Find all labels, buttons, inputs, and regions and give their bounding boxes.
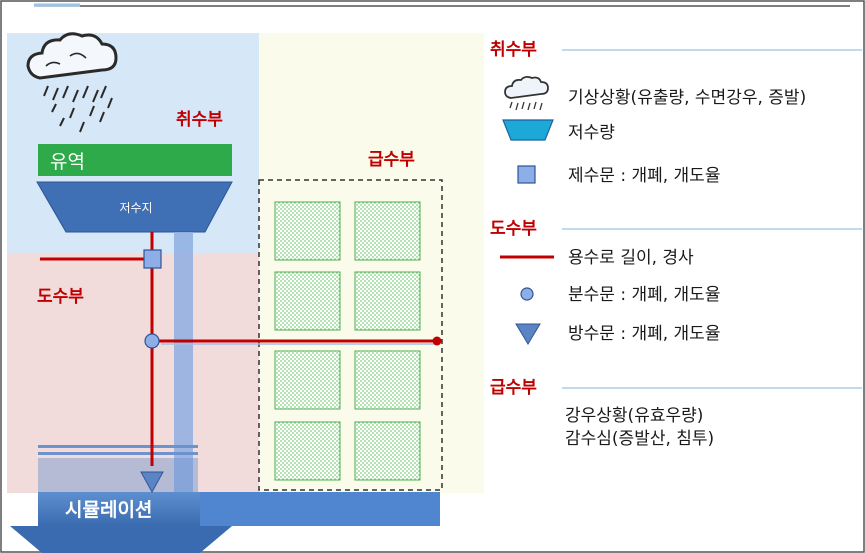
legend-conveyance-title: 도수부 bbox=[490, 219, 537, 239]
legend-rainfall-text: 강우상황(유효우량) bbox=[565, 406, 703, 426]
supply-boundary bbox=[258, 179, 443, 491]
supply-label: 급수부 bbox=[368, 150, 415, 170]
legend-weather-text: 기상상황(유출량, 수면강우, 증발) bbox=[568, 88, 806, 108]
rain-cloud-icon bbox=[26, 32, 118, 133]
simulation-label: 시뮬레이션 bbox=[65, 499, 152, 521]
paddy-field bbox=[354, 271, 421, 331]
supply-zone bbox=[259, 33, 484, 493]
paddy-field bbox=[354, 350, 421, 410]
paddy-field bbox=[274, 350, 341, 410]
conveyance-label: 도수부 bbox=[37, 287, 84, 307]
watershed-label: 유역 bbox=[50, 151, 85, 173]
legend-intake-title: 취수부 bbox=[490, 39, 537, 60]
simulation-stripes bbox=[38, 445, 198, 492]
reservoir-label: 저수지 bbox=[119, 201, 152, 215]
intake-label: 취수부 bbox=[176, 109, 223, 130]
legend-supply-title: 급수부 bbox=[490, 378, 537, 398]
drain-gate[interactable] bbox=[140, 471, 164, 494]
canal-network bbox=[40, 232, 437, 466]
legend-diversion-icon bbox=[520, 287, 534, 301]
legend-drain-text: 방수문 : 개폐, 개도율 bbox=[568, 324, 720, 344]
canal-endpoint bbox=[432, 336, 442, 346]
legend-sluice-text: 제수문 : 개폐, 개도율 bbox=[568, 166, 720, 186]
paddy-field bbox=[354, 421, 421, 481]
legend-sluice-icon bbox=[517, 165, 536, 184]
legend-canal-text: 용수로 길이, 경사 bbox=[568, 248, 694, 268]
legend-cloud-icon bbox=[504, 75, 549, 111]
paddy-field bbox=[274, 421, 341, 481]
legend-drain-icon bbox=[515, 323, 541, 345]
legend-reservoir-icon bbox=[502, 119, 554, 141]
legend-diversion-text: 분수문 : 개폐, 개도율 bbox=[568, 285, 720, 305]
watershed-bar bbox=[38, 144, 232, 176]
diversion-gate[interactable] bbox=[144, 333, 160, 349]
reservoir-shape bbox=[36, 181, 233, 233]
simulation-label-box bbox=[38, 492, 200, 526]
paddy-fields bbox=[274, 201, 421, 481]
paddy-field bbox=[354, 201, 421, 261]
sluice-gate[interactable] bbox=[143, 249, 162, 269]
outflow-column bbox=[174, 232, 193, 496]
paddy-field bbox=[274, 201, 341, 261]
paddy-field bbox=[274, 271, 341, 331]
legend-storage-text: 저수량 bbox=[568, 123, 615, 143]
legend-water-depth-text: 감수심(증발산, 침투) bbox=[565, 429, 714, 449]
simulation-funnel bbox=[10, 526, 232, 553]
